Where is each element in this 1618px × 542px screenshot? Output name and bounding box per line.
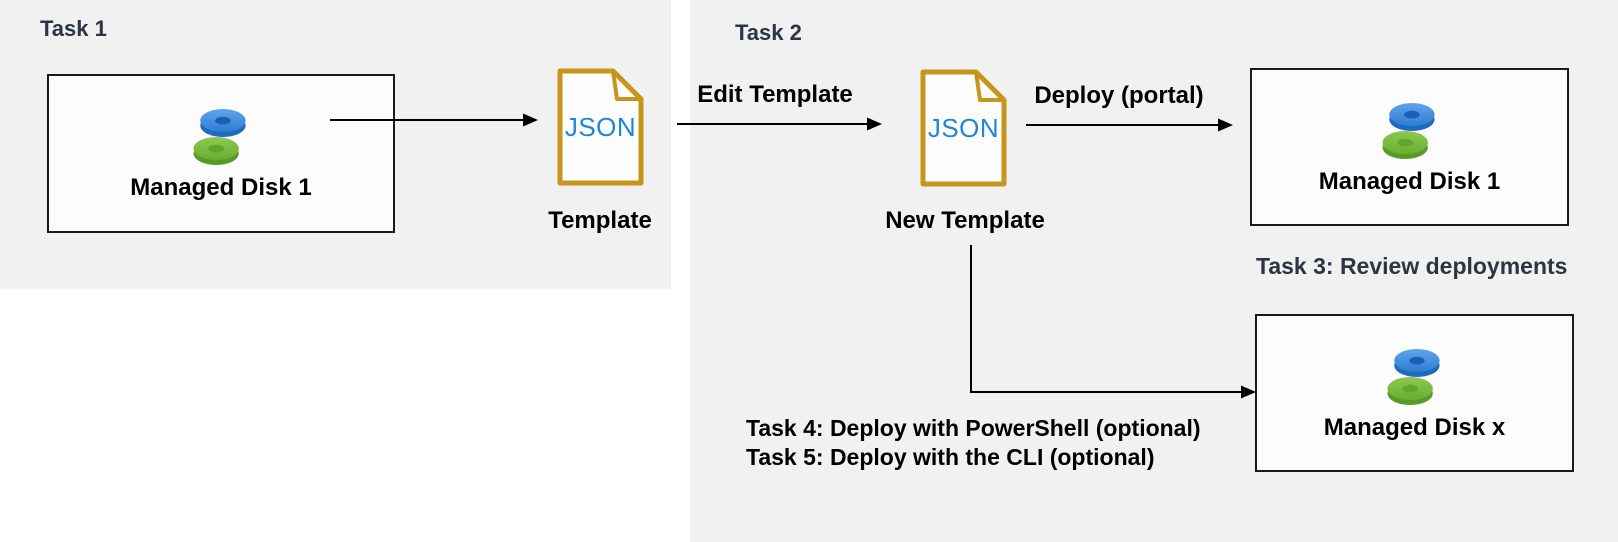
deploy-portal-arrow	[1026, 118, 1233, 132]
task2-title: Task 2	[735, 20, 802, 45]
task1-title: Task 1	[40, 16, 107, 41]
managed-disk-1-deployed-label: Managed Disk 1	[1318, 167, 1501, 195]
new-template-doc: JSON	[920, 69, 1007, 187]
export-template-arrow	[330, 113, 538, 127]
json-filetype-text: JSON	[927, 113, 1000, 143]
deploy-scripted-arrow	[970, 245, 1256, 399]
managed-disk-icon	[1381, 102, 1435, 159]
managed-disk-icon	[193, 109, 246, 165]
task3-annotation: Task 3: Review deployments	[1256, 253, 1568, 279]
task4-task5-annotation: Task 4: Deploy with PowerShell (optional…	[746, 414, 1201, 472]
template-label: Template	[548, 207, 652, 234]
deploy-portal-label: Deploy (portal)	[1034, 82, 1204, 109]
managed-disk-icon	[1386, 348, 1440, 405]
managed-disk-x-box: Managed Disk x	[1255, 314, 1574, 472]
new-template-label: New Template	[885, 207, 1045, 234]
edit-template-label: Edit Template	[697, 81, 853, 108]
json-filetype-text: JSON	[564, 112, 637, 142]
task4-annotation: Task 4: Deploy with PowerShell (optional…	[746, 415, 1201, 441]
edit-template-arrow	[677, 117, 882, 131]
managed-disk-x-label: Managed Disk x	[1323, 413, 1506, 441]
managed-disk-1-deployed-box: Managed Disk 1	[1250, 68, 1569, 226]
managed-disk-1-source-label: Managed Disk 1	[130, 174, 312, 201]
template-doc: JSON	[557, 68, 644, 186]
task5-annotation: Task 5: Deploy with the CLI (optional)	[746, 444, 1155, 470]
managed-disk-1-source-box: Managed Disk 1	[47, 74, 395, 233]
